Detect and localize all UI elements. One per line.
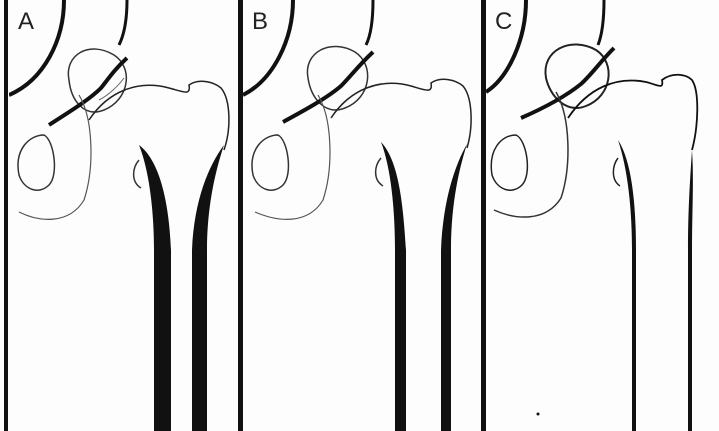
femoral-head-outline <box>68 49 126 112</box>
panel-c-drawing <box>486 0 719 431</box>
panel-label-c: C <box>495 10 512 34</box>
epiphyseal-line <box>283 52 373 122</box>
ischium-outline <box>252 135 288 190</box>
femur-neck-outline <box>89 81 229 150</box>
panel-b: B <box>243 0 481 431</box>
panel-c: C <box>486 0 719 431</box>
ischium-outline <box>18 135 54 190</box>
artifact-dot <box>537 413 540 416</box>
medial-cortex <box>618 140 636 431</box>
femur-neck-outline <box>568 75 697 150</box>
pelvis-lower-outline <box>255 95 330 219</box>
femoral-head-outline <box>307 46 367 109</box>
panel-label-b: B <box>252 10 268 34</box>
lesser-trochanter <box>134 160 141 188</box>
panel-label-a: A <box>18 10 34 34</box>
lateral-cortex <box>688 150 693 431</box>
pelvis-lower-outline <box>494 92 568 217</box>
epiphyseal-line <box>49 58 127 125</box>
pelvic-rim-line <box>119 0 127 45</box>
epiphyseal-line <box>521 48 614 118</box>
ischium-outline <box>491 135 527 190</box>
pelvic-rim-line <box>598 0 604 45</box>
lesser-trochanter <box>613 158 620 186</box>
lateral-cortex <box>441 144 467 431</box>
pelvis-lower-outline <box>19 95 91 219</box>
panel-b-drawing <box>243 0 481 431</box>
panel-a: A <box>9 0 238 431</box>
femur-neck-outline <box>331 79 471 148</box>
medial-cortex <box>381 142 406 431</box>
lateral-cortex <box>192 145 224 431</box>
femoral-head-outline <box>545 45 608 108</box>
pelvic-rim-line <box>366 0 373 45</box>
lesser-trochanter <box>376 158 383 186</box>
left-border <box>4 0 8 431</box>
panel-a-drawing <box>9 0 238 431</box>
medial-cortex <box>139 145 171 431</box>
